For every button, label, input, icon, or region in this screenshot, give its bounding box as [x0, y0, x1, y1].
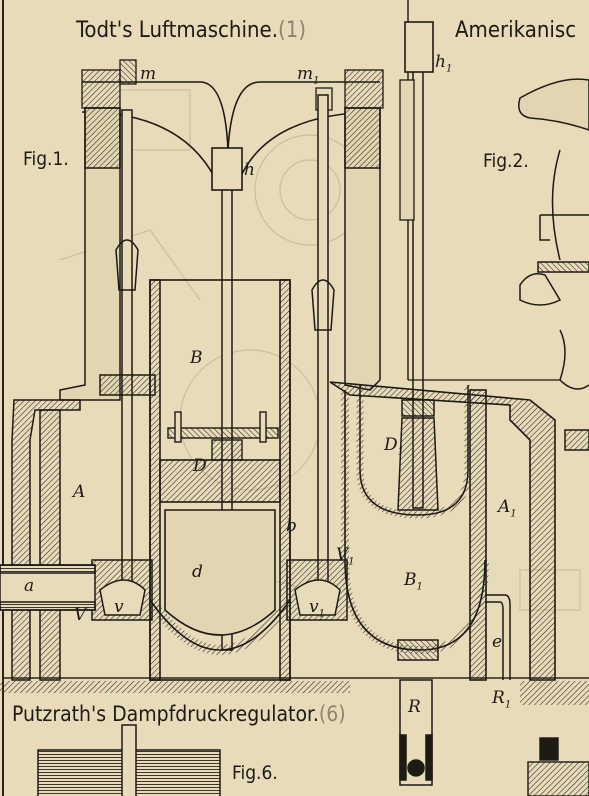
part-R1-sub: 1 — [504, 699, 512, 711]
part-V: V — [74, 605, 87, 625]
fig-2-label: Fig.2. — [483, 150, 529, 172]
part-m1-sub: 1 — [313, 75, 320, 87]
part-D1: D1 — [384, 435, 404, 457]
title-amerikanisch: Amerikanisc — [455, 18, 577, 43]
part-R1-letter: R — [492, 688, 505, 708]
part-v: v — [114, 597, 124, 617]
bottom-right-device — [527, 737, 589, 796]
part-V1-letter: V — [336, 545, 349, 565]
crosshead-h — [211, 147, 243, 191]
part-R1: R1 — [492, 688, 511, 710]
part-B1-letter: B — [404, 570, 417, 590]
part-a: a — [24, 576, 35, 596]
base-floor-left — [0, 681, 350, 693]
vessel-A1 — [329, 381, 556, 681]
part-h1: h1 — [435, 52, 452, 74]
title-todts-luftmaschine: Todt's Luftmaschine.(1) — [76, 18, 306, 43]
left-column — [59, 107, 121, 401]
bell-D1 — [356, 385, 472, 519]
part-e: e — [492, 632, 503, 652]
part-m1-letter: m — [297, 64, 314, 84]
part-A1-sub: 1 — [510, 508, 517, 520]
part-d: d — [192, 562, 203, 582]
part-h: h — [244, 160, 255, 180]
right-column — [344, 107, 381, 391]
fig2-lamp-sketch — [518, 78, 589, 451]
part-b: b — [286, 516, 297, 536]
part-h1-sub: 1 — [445, 63, 453, 75]
part-B1-sub: 1 — [416, 581, 423, 593]
part-v1-sub: 1 — [318, 608, 325, 620]
title-putzraths-regulator: Putzrath's Dampfdruckregulator.(6) — [12, 702, 346, 726]
part-m1: m1 — [297, 64, 320, 86]
part-D: D — [193, 456, 207, 476]
part-A1-letter: A — [498, 497, 511, 517]
crosshead-h1 — [404, 21, 434, 73]
part-v1-letter: v — [309, 597, 319, 617]
bearing-right — [344, 69, 384, 109]
title-bottom-text: Putzrath's Dampfdruckregulator. — [12, 702, 319, 726]
link-loops — [115, 239, 335, 331]
inlet-pipe-a — [0, 564, 96, 611]
part-A1: A1 — [498, 497, 517, 519]
part-R: R — [408, 697, 421, 717]
cylinder-A — [11, 374, 156, 681]
guide-frame-right — [399, 79, 560, 381]
title-bottom-number: (6) — [318, 702, 346, 726]
part-V1: V1 — [336, 545, 355, 567]
pipe-R — [397, 639, 439, 786]
bearing-m — [119, 59, 137, 85]
part-D1-letter: D — [384, 435, 398, 455]
title-left-number: (1) — [278, 18, 307, 43]
title-left-text: Todt's Luftmaschine. — [76, 18, 278, 43]
fig6-regulator — [37, 724, 221, 796]
outlet-pipe-R1 — [485, 594, 511, 680]
part-B1: B1 — [404, 570, 423, 592]
part-m: m — [140, 64, 157, 84]
part-h1-letter: h — [435, 52, 446, 72]
valve-chambers — [91, 559, 348, 621]
part-D1-sub: 1 — [397, 446, 405, 458]
part-A: A — [73, 482, 86, 502]
base-floor-right — [520, 681, 589, 705]
fig-6-label: Fig.6. — [232, 762, 278, 784]
part-v1: v1 — [309, 597, 325, 619]
piston-D — [167, 411, 279, 461]
bearing-left — [81, 69, 121, 109]
receiver-B — [145, 279, 295, 681]
fig-1-label: Fig.1. — [23, 148, 69, 170]
part-B: B — [190, 348, 203, 368]
part-V1-sub: 1 — [348, 556, 355, 568]
